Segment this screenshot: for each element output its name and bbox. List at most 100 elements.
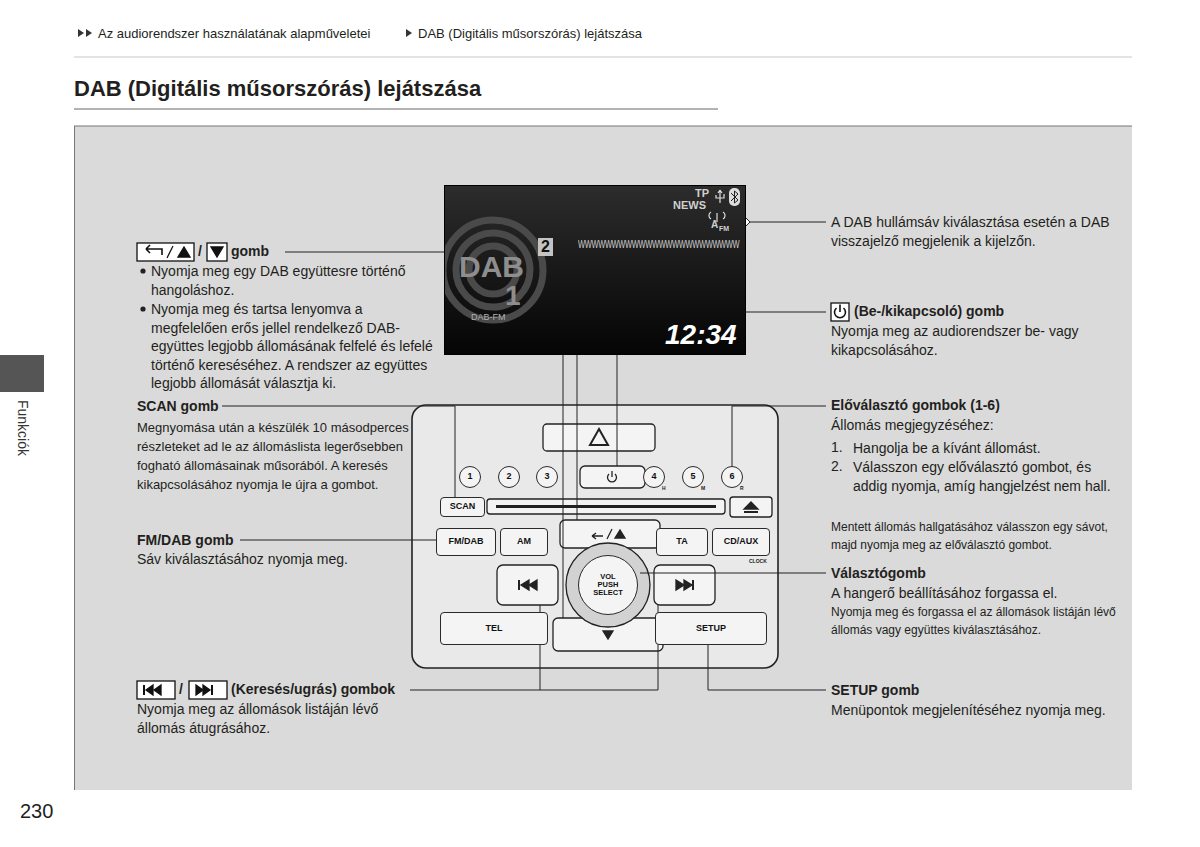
audio-faceplate (607, 529, 612, 539)
callout-text: Állomás megjegyzéséhez: (831, 417, 994, 434)
audio-faceplate (566, 543, 650, 627)
button-caption: CLOCK (749, 558, 767, 564)
display-text: 2 (538, 238, 553, 256)
button-label: AM (517, 537, 531, 546)
audio-button: 5 (682, 466, 704, 488)
audio-faceplate (654, 565, 715, 605)
callout-heading: Választógomb (831, 565, 926, 582)
button-label: 3 (544, 472, 549, 481)
audio-faceplate (684, 580, 692, 590)
leader-lines (410, 605, 658, 690)
page-rules (74, 57, 1132, 109)
leader-lines (240, 540, 436, 541)
audio-button: TA (656, 528, 708, 556)
page-rules (74, 57, 1132, 58)
callout-heading: FM/DAB gomb (137, 532, 233, 549)
display-text: 12:34 (665, 321, 737, 349)
callout-text: A hangerő beállításához forgassa el. (831, 584, 1121, 603)
step-number: 2. (831, 458, 843, 475)
breadcrumb-arrows (406, 29, 412, 37)
audio-button: TEL (440, 612, 548, 645)
dab-ring (445, 220, 543, 320)
heading-icons (143, 685, 145, 695)
callout-text: Megnyomása után a készülék 10 másodperce… (137, 418, 427, 494)
display-text: A (711, 220, 718, 230)
breadcrumb: Az audiorendszer használatának alapművel… (98, 26, 370, 42)
button-caption: H (662, 485, 666, 491)
gray-panel (74, 126, 75, 790)
display-text: DAB-FM (471, 313, 506, 322)
callout-text: A DAB hullámsáv kiválasztása esetén a DA… (831, 213, 1121, 251)
bluetooth-icon (731, 191, 738, 203)
callout-text: Nyomja meg az audiorendszer be- vagy kik… (831, 322, 1121, 360)
heading-icons (196, 685, 203, 695)
side-tab (0, 355, 44, 392)
breadcrumb-arrows (86, 29, 92, 37)
button-caption: R (740, 485, 744, 491)
audio-button: 4 (643, 466, 665, 488)
button-label: 2 (506, 472, 511, 481)
audio-faceplate (590, 429, 608, 445)
side-tab (0, 355, 44, 392)
heading-icons (203, 685, 210, 695)
audio-faceplate (603, 631, 613, 639)
audio-faceplate (496, 505, 716, 508)
display-text: FM (719, 225, 729, 232)
audio-faceplate (615, 530, 625, 538)
audio-faceplate (611, 471, 612, 477)
button-label: TA (676, 537, 687, 546)
heading-icons (831, 303, 849, 321)
bullets (140, 306, 145, 311)
heading-icons (189, 681, 227, 699)
bullets (140, 268, 145, 311)
audio-faceplate (580, 466, 645, 488)
leader-lines (708, 645, 826, 690)
callout-note: Mentett állomás hallgatásához válasszon … (831, 518, 1121, 554)
display-text: 1 (505, 282, 521, 310)
display-screen: TPNEWSAFM2WWWWWWWWWWWWWWWWWWWWWWWWDAB1DA… (444, 185, 746, 355)
audio-faceplate (543, 424, 655, 451)
heading-icons (207, 243, 227, 261)
display-text: WWWWWWWWWWWWWWWWWWWWWWWW (578, 239, 739, 250)
usb-icon (716, 190, 724, 203)
callout-heading: SCAN gomb (137, 398, 219, 415)
button-label: VOL PUSH SELECT (591, 573, 625, 597)
button-label: 1 (467, 472, 472, 481)
bullets (140, 268, 145, 273)
audio-faceplate (744, 502, 758, 509)
button-label: 6 (729, 472, 734, 481)
step-number: 1. (831, 439, 843, 456)
audio-button: 1 (459, 466, 481, 488)
audio-faceplate (518, 580, 520, 590)
heading-icons (211, 247, 223, 257)
button-caption: M (701, 485, 705, 491)
button-label: SCAN (450, 502, 476, 511)
heading-separator: / (179, 681, 183, 698)
display-text: NEWS (673, 200, 706, 211)
audio-button: AM (500, 528, 548, 556)
heading-icons (146, 685, 153, 695)
audio-button: SETUP (655, 612, 767, 645)
callout-text: Hangolja be a kívánt állomást. (853, 439, 1123, 458)
audio-faceplate (676, 580, 684, 590)
button-label: TEL (486, 624, 503, 633)
selector-knob: VOL PUSH SELECT (578, 555, 638, 615)
audio-button: 2 (498, 466, 520, 488)
bluetooth-icon (729, 188, 740, 206)
callout-heading: (Keresés/ugrás) gombok (231, 681, 395, 698)
leader-lines (732, 406, 826, 466)
audio-button: SCAN (440, 497, 485, 517)
audio-button: 6 (721, 466, 743, 488)
callout-heading: SETUP gomb (831, 682, 919, 699)
audio-faceplate (487, 499, 725, 514)
heading-icons (137, 681, 175, 699)
button-label: 4 (651, 472, 656, 481)
heading-icons (211, 685, 213, 695)
page-number: 230 (20, 799, 53, 823)
button-label: FM/DAB (449, 537, 484, 546)
heading-icons (146, 245, 162, 255)
gray-panel (74, 126, 1132, 790)
callout-heading: Előválasztó gombok (1-6) (831, 397, 1000, 414)
heading-icons (137, 243, 194, 261)
